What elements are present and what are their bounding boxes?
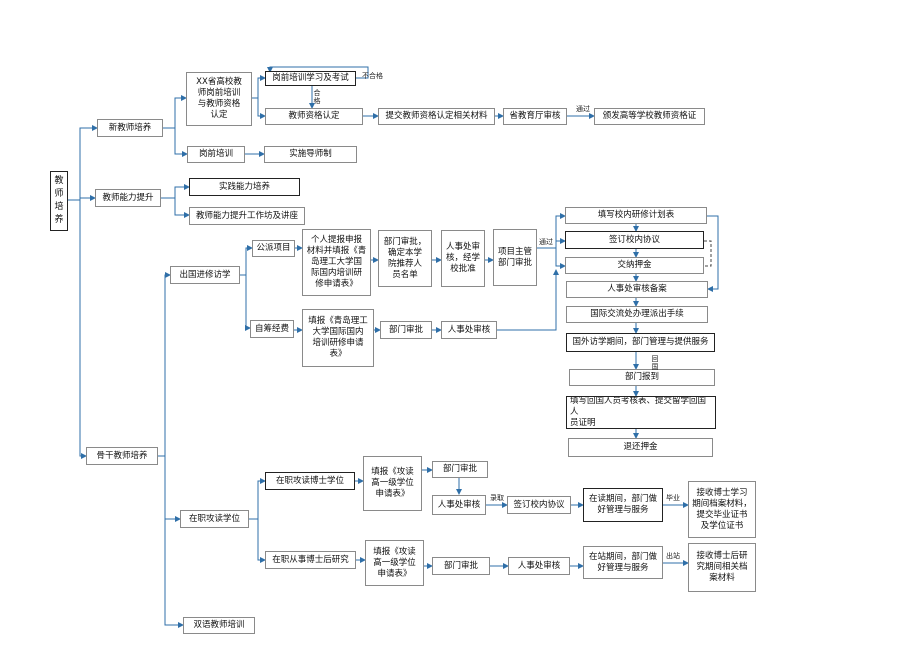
node-postdoc-apply: 填报《攻读 高一级学位 申请表》 [365,540,424,586]
node-postdoc-receive: 接收博士后研 究期间相关档 案材料 [688,543,756,592]
node-postdoc-mgmt: 在站期间，部门做 好管理与服务 [583,546,663,579]
node-dept-review-rec: 部门审批， 确定本学 院推荐人 员名单 [378,230,432,287]
node-deposit: 交纳押金 [565,257,704,274]
edge-label-fail: 不合格 [362,72,383,80]
node-prov-review: 省教育厅审核 [503,108,567,125]
node-pre-training: 岗前培训 [187,146,245,163]
node-self-funded: 自筹经费 [250,320,294,338]
node-xx-cert: XX省高校教 师岗前培训 与教师资格 认定 [186,72,252,126]
node-pre-study: 岗前培训学习及考试 [265,71,356,86]
node-inservice: 在职攻读学位 [180,510,249,528]
edge-label-leave-station: 出站 [666,552,680,560]
node-backbone: 骨干教师培养 [86,447,158,465]
node-phd: 在职攻读博士学位 [265,472,355,490]
node-intl-office: 国际交流处办理派出手续 [566,306,708,323]
node-postdoc-dept: 部门审批 [432,557,490,575]
node-abroad-mgmt: 国外访学期间，部门管理与提供服务 [566,333,715,352]
node-ability: 教师能力提升 [95,189,161,207]
node-project-dept: 项目主管 部门审批 [493,229,537,286]
node-qual-cert: 教师资格认定 [265,108,363,125]
node-submit-materials: 提交教师资格认定相关材料 [378,108,495,125]
node-postdoc: 在职从事博士后研究 [265,551,356,569]
node-lectures: 教师能力提升工作坊及讲座 [189,207,305,225]
node-practice: 实践能力培养 [189,178,300,196]
node-postdoc-hr: 人事处审核 [508,557,570,575]
edge-label-return-home: 回 国 [651,355,659,371]
node-issue-cert: 颁发高等学校教师资格证 [594,108,705,125]
edge-label-pass: 合 格 [313,89,321,105]
node-phd-receive: 接收博士学习 期间档案材料， 提交毕业证书 及学位证书 [688,481,756,538]
node-mentor: 实施导师制 [264,146,357,163]
node-abroad: 出国进修访学 [170,266,240,284]
node-public-project: 公派项目 [252,240,295,257]
node-phd-apply: 填报《攻读 高一级学位 申请表》 [363,456,422,511]
node-hr-review-school: 人事处审 核，经学 校批准 [441,230,485,287]
node-public-apply: 个人提报申报 材料并填报《青 岛理工大学国 际国内培训研 修申请表》 [302,229,371,296]
node-refund: 退还押金 [568,438,713,457]
node-self-hr: 人事处审核 [441,321,497,339]
node-bilingual: 双语教师培训 [183,617,255,634]
node-plan: 填写校内研修计划表 [565,207,707,224]
edge-label-admitted: 录取 [490,494,504,502]
node-dept-report: 部门报到 [569,369,715,386]
node-self-apply: 填报《青岛理工 大学国际国内 培训研修申请 表》 [302,309,374,367]
node-agreement: 签订校内协议 [565,231,704,249]
node-phd-mgmt: 在读期间，部门做 好管理与服务 [583,488,663,522]
node-hr-filing: 人事处审核备案 [566,281,708,298]
edge-label-approved-2: 通过 [539,238,553,246]
edge-label-approved: 通过 [576,105,590,113]
node-return-forms: 填写回国人员考核表、提交留学回国人 员证明 [566,396,716,429]
node-root: 教 师 培 养 [50,171,68,231]
edge-label-graduate: 毕业 [666,494,680,502]
node-phd-agreement: 签订校内协议 [507,496,571,514]
node-new-teacher: 新教师培养 [97,119,163,137]
node-phd-hr: 人事处审核 [432,495,486,515]
node-self-dept: 部门审批 [380,321,432,339]
node-phd-dept: 部门审批 [432,461,488,478]
